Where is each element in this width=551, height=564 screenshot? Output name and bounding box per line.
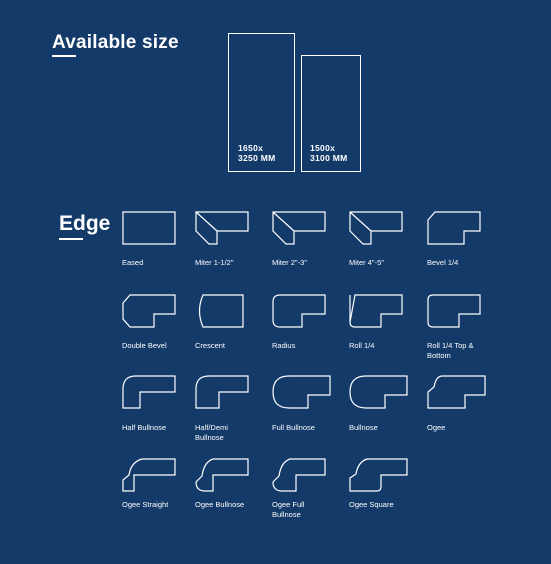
section-title-edge: Edge [59,212,111,235]
edge-profile-label: Eased [122,258,144,267]
radius-profile-icon [272,294,332,330]
edge-profile-label: Ogee Square [349,500,394,509]
half-bullnose-profile-icon [122,375,182,411]
eased-profile-icon [122,211,182,247]
slab-small-label: 1500x 3100 MM [310,143,348,163]
slab-large-width: 1650x [238,143,264,153]
crescent-profile-icon [195,294,255,330]
edge-profile-label: Ogee [427,423,446,432]
double-bevel-profile-icon [122,294,182,330]
edge-profile-label: Miter 2"-3" [272,258,307,267]
miter-profile-icon [349,211,409,247]
bevel-profile-icon [427,211,487,247]
slab-small [301,55,361,172]
edge-profile-label: Full Bullnose [272,423,315,432]
slab-large-height: 3250 MM [238,153,276,163]
miter-profile-icon [195,211,255,247]
edge-profile-label: Roll 1/4 [349,341,375,350]
edge-underline [59,238,83,240]
edge-profile-label: Half/Demi Bullnose [195,423,228,442]
edge-profile-label: Miter 1-1/2" [195,258,234,267]
ogee-bullnose-profile-icon [195,458,255,494]
edge-profile-label: Ogee Bullnose [195,500,245,509]
edge-profile-label: Radius [272,341,296,350]
edge-profile-label: Ogee Straight [122,500,169,509]
edge-profile-label: Ogee Full Bullnose [272,500,305,519]
roll-top-bottom-profile-icon [427,294,487,330]
edge-profile-label: Double Bevel [122,341,167,350]
edge-profile-label: Miter 4"-5" [349,258,384,267]
slab-large-label: 1650x 3250 MM [238,143,276,163]
demi-bullnose-profile-icon [195,375,255,411]
slab-large [228,33,295,172]
edge-profile-label: Bullnose [349,423,378,432]
edge-profile-label: Bevel 1/4 [427,258,459,267]
miter-profile-icon [272,211,332,247]
ogee-profile-icon [427,375,487,411]
roll-profile-icon [349,294,409,330]
edge-profile-label: Half Bullnose [122,423,167,432]
ogee-full-bullnose-profile-icon [272,458,332,494]
slab-small-width: 1500x [310,143,336,153]
section-title-available-size: Available size [52,32,179,53]
ogee-straight-profile-icon [122,458,182,494]
ogee-square-profile-icon [349,458,409,494]
full-bullnose-profile-icon [272,375,332,411]
title-underline [52,55,76,57]
edge-profile-label: Crescent [195,341,226,350]
edge-profile-label: Roll 1/4 Top & Bottom [427,341,474,360]
slab-small-height: 3100 MM [310,153,348,163]
bullnose-profile-icon [349,375,409,411]
